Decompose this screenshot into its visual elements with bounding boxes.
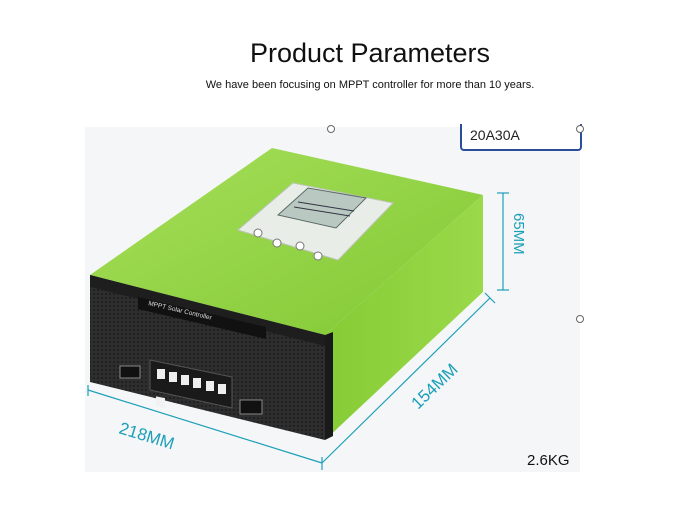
weight-label: 2.6KG: [527, 452, 570, 469]
model-label: 20A30A: [470, 127, 520, 143]
temp-port: [119, 365, 141, 379]
page-title: Product Parameters: [249, 38, 491, 68]
panel-button-2: [272, 238, 282, 248]
case-right-side: [325, 195, 483, 440]
marker-dot-right-top: [576, 125, 584, 133]
rs485-port: [239, 399, 263, 415]
height-dimension: 65MM: [510, 213, 527, 255]
case-front: [90, 275, 325, 440]
page-subtitle: We have been focusing on MPPT controller…: [205, 79, 535, 91]
marker-dot-right: [576, 315, 584, 323]
lcd-screen: [276, 187, 368, 229]
width-dimension: 218MM: [117, 419, 177, 454]
depth-dimension: 154MM: [408, 360, 462, 413]
marker-dot-top: [327, 125, 335, 133]
panel-button-1: [253, 228, 263, 238]
panel-button-3: [295, 241, 305, 251]
panel-button-4: [313, 251, 323, 261]
label-strip: [138, 297, 266, 339]
model-label-box: 20A30A: [460, 124, 582, 151]
